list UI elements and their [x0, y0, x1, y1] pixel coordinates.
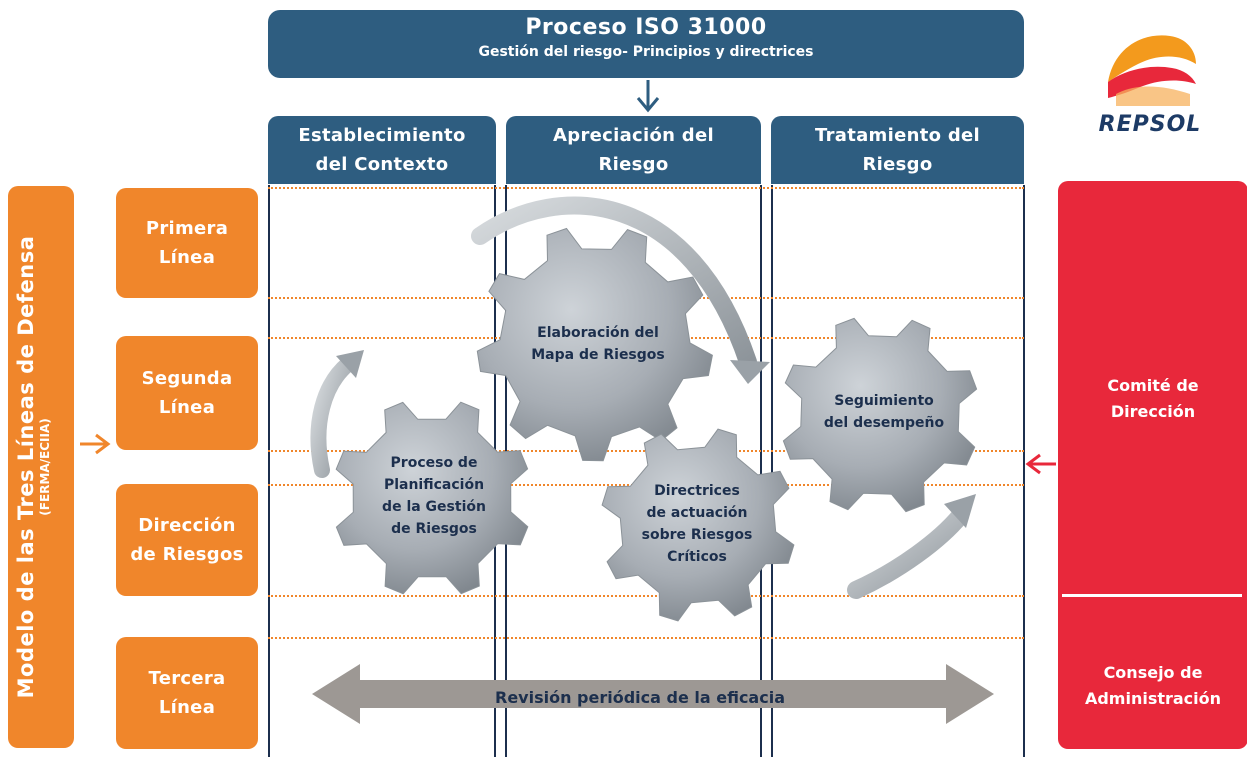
gear-label-line: Seguimiento	[834, 393, 934, 409]
gear-seguimiento-label: Seguimiento del desempeño	[804, 390, 964, 434]
column-separator	[268, 185, 270, 757]
process-subtitle: Gestión del riesgo- Principios y directr…	[478, 44, 814, 60]
arrow-left-icon	[1025, 453, 1056, 475]
consejo-administracion-label: Consejo de Administración	[1058, 660, 1247, 712]
gear-label-line: Elaboración del	[537, 325, 659, 341]
row-label-line1: Primera	[145, 218, 229, 239]
row-divider	[268, 595, 1024, 597]
row-label-direccion: Dirección de Riesgos	[116, 484, 258, 596]
row-label-line2: Línea	[158, 397, 216, 418]
row-label-line1: Segunda	[141, 368, 233, 389]
gear-label-line: sobre Riesgos	[641, 527, 753, 543]
gear-label-line: de Riesgos	[391, 521, 477, 537]
right-label-line2: Dirección	[1110, 402, 1196, 421]
governance-panel	[1058, 181, 1247, 749]
curved-arrow-icon	[471, 196, 757, 371]
arrow-down-icon	[636, 80, 660, 113]
process-title-box: Proceso ISO 31000 Gestión del riesgo- Pr…	[268, 10, 1024, 78]
gear-label-line: del desempeño	[823, 415, 945, 431]
gear-planificacion-label: Proceso de Planificación de la Gestión d…	[354, 452, 514, 540]
curved-arrow-icon	[847, 507, 969, 599]
gear-planificacion-icon	[335, 401, 529, 595]
gear-seguimiento-icon	[782, 317, 978, 513]
review-double-arrow-icon	[312, 664, 994, 724]
right-label-line2: Administración	[1084, 689, 1222, 708]
column-label-line2: del Contexto	[315, 154, 449, 175]
column-separator	[760, 185, 762, 757]
gear-label-line: Directrices	[654, 483, 740, 499]
column-label-line1: Tratamiento del	[814, 125, 981, 146]
row-divider	[268, 187, 1024, 189]
row-label-line1: Tercera	[148, 668, 226, 689]
gear-label-line: Mapa de Riesgos	[531, 347, 665, 363]
row-label-line1: Dirección	[138, 515, 236, 536]
column-separator	[771, 185, 773, 757]
column-header-contexto: Establecimiento del Contexto	[268, 116, 496, 184]
row-label-line2: de Riesgos	[130, 544, 244, 565]
gear-label-line: de actuación	[646, 505, 748, 521]
comite-direccion-label: Comité de Dirección	[1058, 373, 1247, 425]
column-label-line1: Establecimiento	[298, 125, 466, 146]
arrowhead-icon	[730, 360, 770, 384]
column-label-line2: Riesgo	[598, 154, 669, 175]
repsol-logo-icon	[1108, 35, 1196, 106]
gear-label-line: Críticos	[667, 549, 727, 565]
gear-mapa-label: Elaboración del Mapa de Riesgos	[514, 322, 682, 366]
arrowhead-icon	[336, 350, 364, 378]
repsol-logo-text: REPSOL	[1098, 112, 1202, 137]
gear-label-line: Proceso de	[390, 455, 478, 471]
column-label-line2: Riesgo	[862, 154, 933, 175]
gear-label-line: de la Gestión	[382, 499, 486, 515]
row-label-line2: Línea	[158, 697, 216, 718]
governance-divider	[1062, 594, 1242, 597]
curved-arrow-icon	[310, 356, 356, 478]
right-label-line1: Comité de	[1107, 376, 1199, 395]
three-lines-panel	[8, 186, 74, 748]
row-divider	[268, 637, 1024, 639]
arrowhead-icon	[944, 494, 976, 528]
column-separator	[1023, 185, 1025, 757]
row-label-line2: Línea	[158, 247, 216, 268]
review-label: Revisión periódica de la eficacia	[495, 688, 785, 707]
column-label-line1: Apreciación del	[553, 125, 714, 146]
arrow-right-icon	[80, 433, 111, 455]
gear-directrices-icon	[601, 428, 795, 622]
gear-label-line: Planificación	[383, 477, 485, 493]
gear-directrices-label: Directrices de actuación sobre Riesgos C…	[622, 480, 772, 568]
right-label-line1: Consejo de	[1103, 663, 1203, 682]
process-title: Proceso ISO 31000	[525, 15, 767, 40]
